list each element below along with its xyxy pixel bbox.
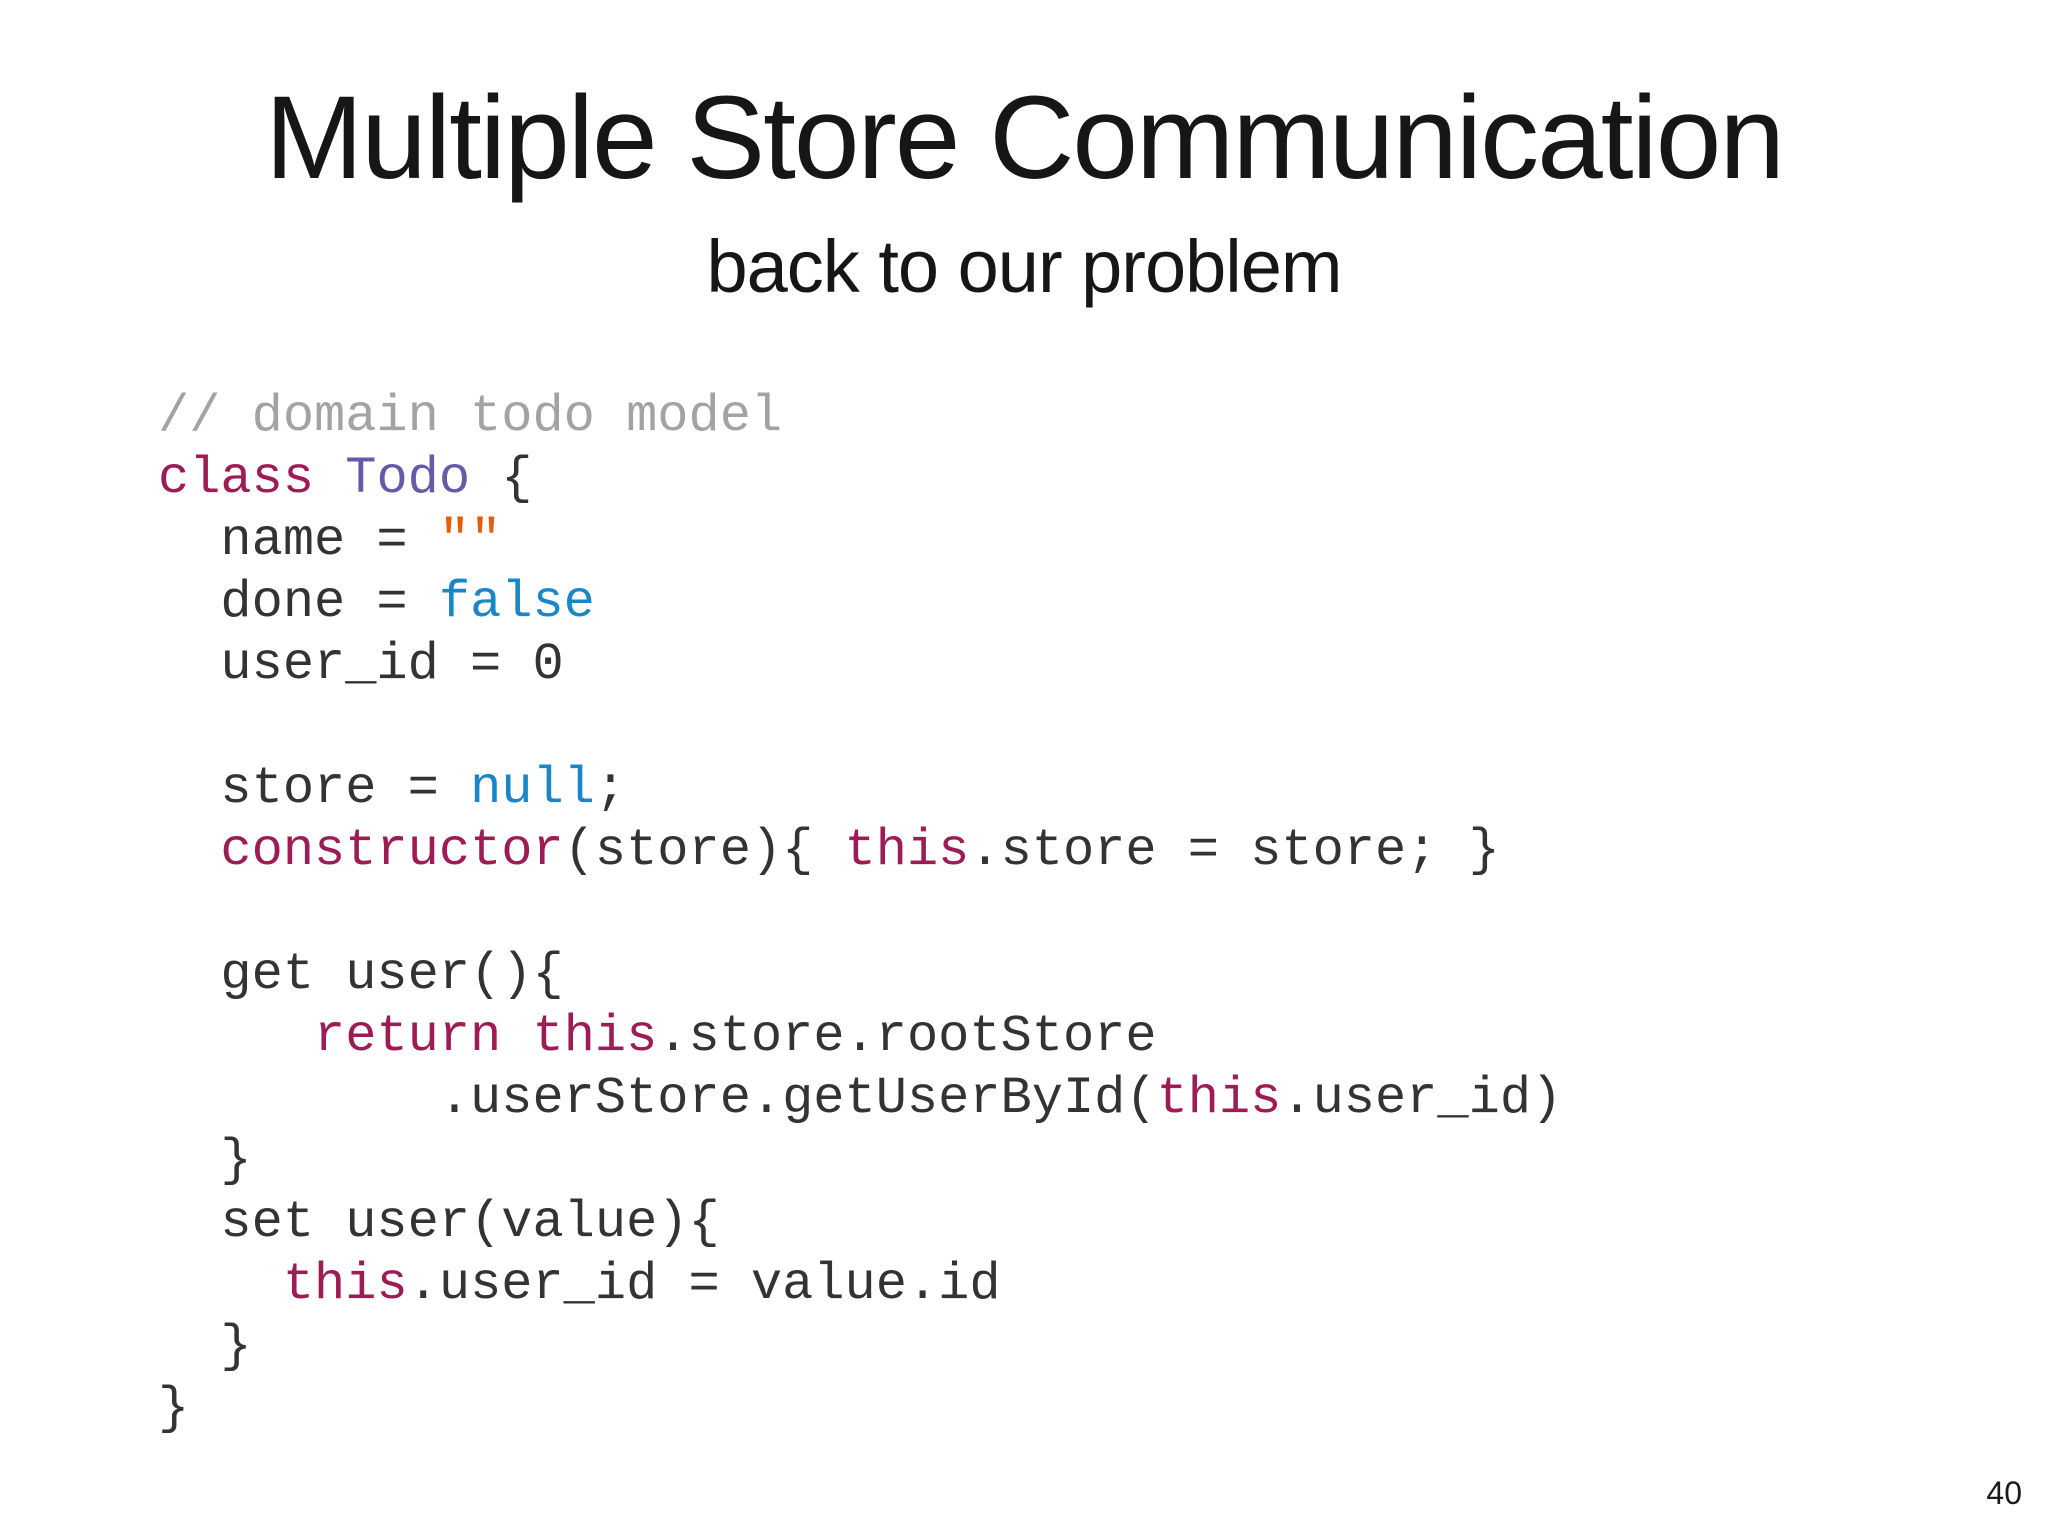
- code-token-plain: store =: [158, 759, 471, 818]
- code-line: // domain todo model: [158, 386, 1562, 448]
- code-token-plain: [158, 821, 220, 880]
- code-token-constant: false: [438, 573, 595, 632]
- code-line: }: [158, 1130, 1562, 1192]
- code-token-constant: null: [470, 759, 595, 818]
- code-line: this.user_id = value.id: [158, 1254, 1562, 1316]
- code-token-keyword: constructor: [220, 821, 564, 880]
- code-line: constructor(store){ this.store = store; …: [158, 820, 1562, 882]
- code-token-plain: .userStore.getUserById(: [158, 1069, 1157, 1128]
- code-token-plain: [314, 449, 345, 508]
- code-token-plain: .store.rootStore: [657, 1007, 1157, 1066]
- page-number: 40: [1986, 1475, 2022, 1511]
- code-token-string: "": [438, 511, 502, 570]
- code-line: [158, 696, 1562, 758]
- code-line: .userStore.getUserById(this.user_id): [158, 1068, 1562, 1130]
- code-token-plain: .user_id = value.id: [407, 1255, 1001, 1314]
- slide-title: Multiple Store Communication: [265, 72, 1785, 204]
- code-token-plain: [158, 1255, 283, 1314]
- code-line: }: [158, 1378, 1562, 1440]
- code-token-plain: get user(){: [158, 945, 564, 1004]
- code-token-comment: // domain todo model: [158, 387, 783, 446]
- title-block: Multiple Store Communication back to our…: [0, 58, 2048, 310]
- code-token-keyword: this: [282, 1255, 408, 1314]
- code-line: user_id = 0: [158, 634, 1562, 696]
- code-token-keyword: this: [1156, 1069, 1282, 1128]
- code-line: }: [158, 1316, 1562, 1378]
- code-token-plain: set user(value){: [158, 1193, 720, 1252]
- code-token-plain: }: [158, 1317, 252, 1376]
- code-token-plain: }: [158, 1379, 190, 1438]
- code-token-plain: (store){: [563, 821, 845, 880]
- code-token-plain: .store = store; }: [969, 821, 1500, 880]
- code-token-plain: }: [158, 1131, 252, 1190]
- code-token-keyword: return: [314, 1007, 502, 1066]
- code-token-plain: .user_id): [1281, 1069, 1563, 1128]
- code-token-plain: [501, 1007, 532, 1066]
- code-line: done = false: [158, 572, 1562, 634]
- code-token-plain: done =: [158, 573, 439, 632]
- code-token-plain: {: [470, 449, 533, 508]
- code-line: [158, 882, 1562, 944]
- code-line: get user(){: [158, 944, 1562, 1006]
- code-line: return this.store.rootStore: [158, 1006, 1562, 1068]
- code-line: store = null;: [158, 758, 1562, 820]
- code-token-plain: ;: [594, 759, 627, 818]
- code-line: set user(value){: [158, 1192, 1562, 1254]
- slide-subtitle: back to our problem: [706, 225, 1342, 308]
- code-token-plain: [158, 1007, 314, 1066]
- code-token-plain: user_id = 0: [158, 635, 564, 694]
- code-line: name = "": [158, 510, 1562, 572]
- code-token-keyword: this: [844, 821, 970, 880]
- code-token-keyword: class: [158, 449, 315, 508]
- code-token-plain: name =: [158, 511, 439, 570]
- code-token-class: Todo: [345, 449, 471, 508]
- code-line: class Todo {: [158, 448, 1562, 510]
- code-token-keyword: this: [532, 1007, 658, 1066]
